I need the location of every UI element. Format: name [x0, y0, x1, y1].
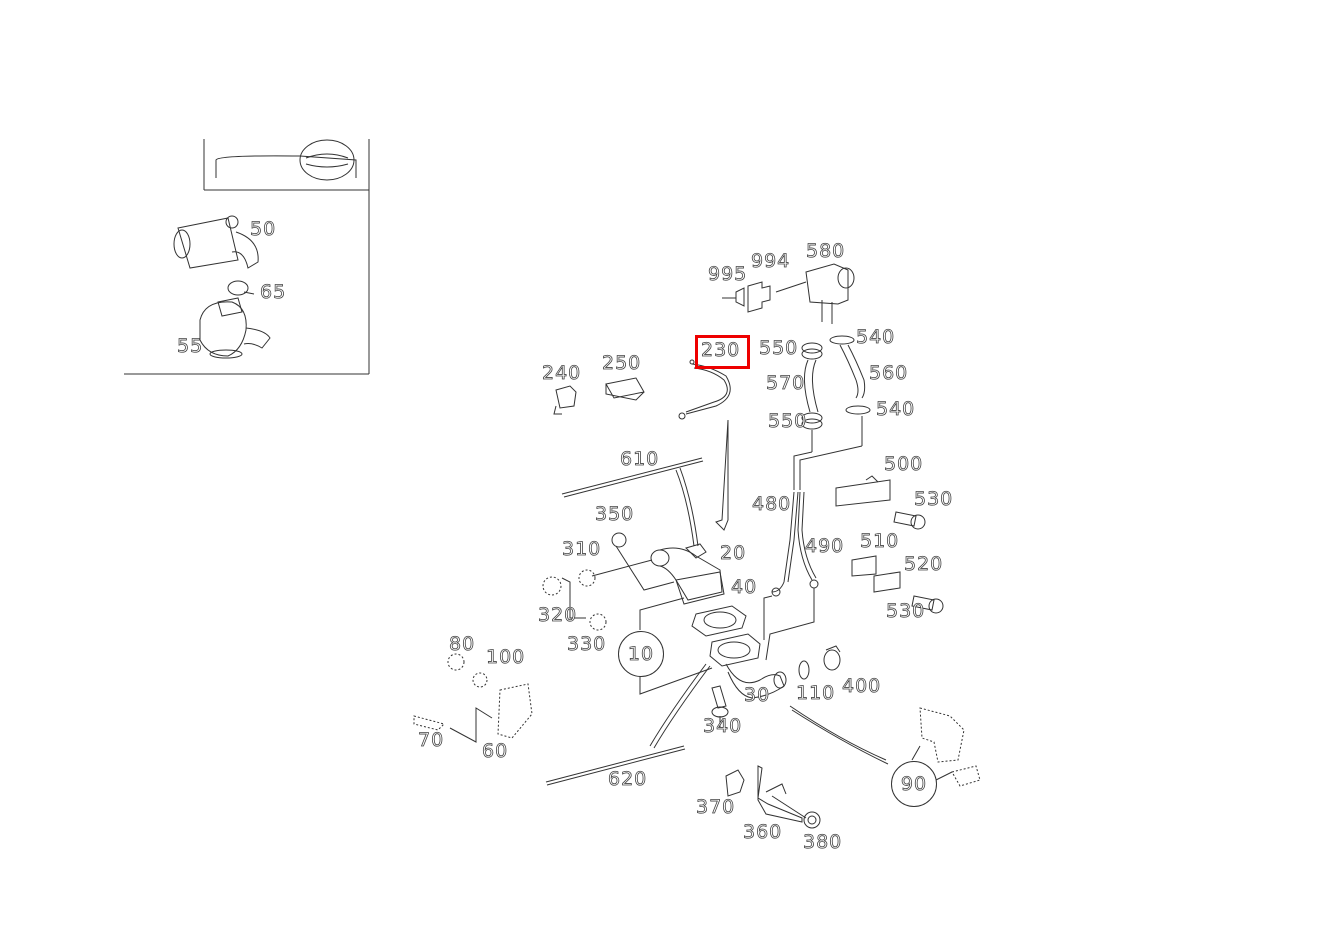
part-label-330[interactable]: 330	[567, 633, 607, 655]
part-label-350[interactable]: 350	[595, 503, 635, 525]
part-label-560[interactable]: 560	[869, 362, 909, 384]
part-label-65[interactable]: 65	[260, 281, 287, 303]
part-label-380[interactable]: 380	[803, 831, 843, 853]
part-label-55[interactable]: 55	[177, 335, 204, 357]
part-label-530[interactable]: 530	[914, 488, 954, 510]
part-label-620[interactable]: 620	[608, 768, 648, 790]
part-label-80[interactable]: 80	[449, 633, 476, 655]
part-label-994[interactable]: 994	[751, 250, 791, 272]
group-callout-label: 10	[627, 643, 655, 666]
part-label-540[interactable]: 540	[856, 326, 896, 348]
part-label-100[interactable]: 100	[486, 646, 526, 668]
part-label-240[interactable]: 240	[542, 362, 582, 384]
part-label-995[interactable]: 995	[708, 263, 748, 285]
part-label-510[interactable]: 510	[860, 530, 900, 552]
part-label-520[interactable]: 520	[904, 553, 944, 575]
part-label-490[interactable]: 490	[805, 535, 845, 557]
part-label-250[interactable]: 250	[602, 352, 642, 374]
part-label-530[interactable]: 530	[886, 600, 926, 622]
part-label-610[interactable]: 610	[620, 448, 660, 470]
part-label-340[interactable]: 340	[703, 715, 743, 737]
part-label-400[interactable]: 400	[842, 675, 882, 697]
part-label-50[interactable]: 50	[250, 218, 277, 240]
group-callout-10[interactable]: 10	[618, 631, 664, 677]
part-label-500[interactable]: 500	[884, 453, 924, 475]
part-label-110[interactable]: 110	[796, 682, 836, 704]
part-label-230[interactable]: 230	[701, 339, 741, 361]
part-label-70[interactable]: 70	[418, 729, 445, 751]
part-label-480[interactable]: 480	[752, 493, 792, 515]
part-label-20[interactable]: 20	[720, 542, 747, 564]
part-label-370[interactable]: 370	[696, 796, 736, 818]
part-label-60[interactable]: 60	[482, 740, 509, 762]
part-label-30[interactable]: 30	[744, 684, 771, 706]
group-callout-label: 90	[900, 773, 928, 796]
part-label-570[interactable]: 570	[766, 372, 806, 394]
part-label-310[interactable]: 310	[562, 538, 602, 560]
part-label-540[interactable]: 540	[876, 398, 916, 420]
part-label-550[interactable]: 550	[768, 410, 808, 432]
part-label-40[interactable]: 40	[731, 576, 758, 598]
part-label-550[interactable]: 550	[759, 337, 799, 359]
part-label-320[interactable]: 320	[538, 604, 578, 626]
group-callout-90[interactable]: 90	[891, 761, 937, 807]
part-label-360[interactable]: 360	[743, 821, 783, 843]
part-label-580[interactable]: 580	[806, 240, 846, 262]
